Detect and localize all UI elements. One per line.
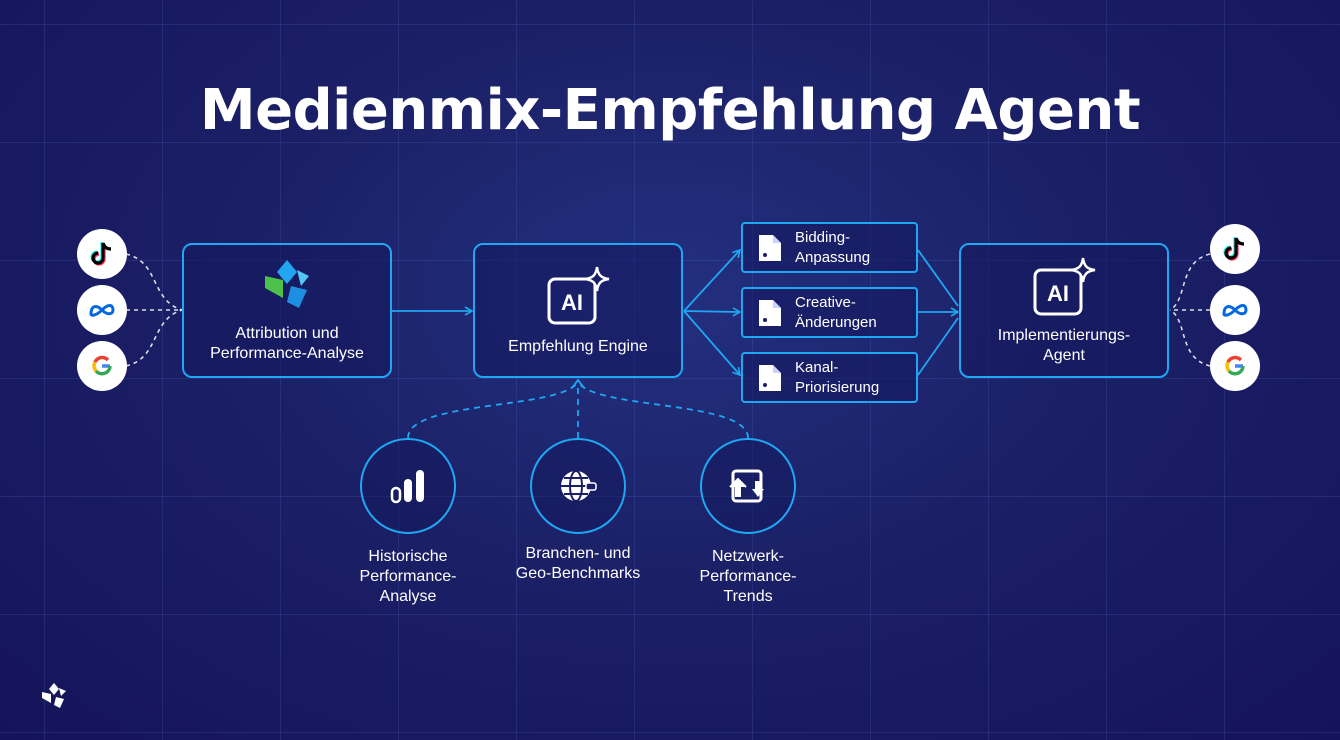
input-label: Branchen- und Geo-Benchmarks [515, 545, 641, 582]
implementation-label: Implementierungs- Agent [997, 326, 1131, 364]
document-icon [759, 364, 781, 391]
output-label: Bidding- Anpassung [795, 228, 871, 266]
input-label: Historische Performance- Analyse [359, 548, 457, 605]
attribution-node: Attribution und Performance-Analyse [182, 243, 392, 378]
attribution-label: Attribution und Performance-Analyse [210, 324, 364, 362]
google-icon [77, 341, 127, 391]
tiktok-icon [77, 229, 127, 279]
page-title: Medienmix-Empfehlung Agent [199, 78, 1141, 143]
ai-badge-text: AI [1047, 281, 1069, 306]
ai-badge-text: AI [561, 290, 583, 315]
engine-node: AI Empfehlung Engine [473, 243, 683, 378]
ai-sparkle-icon: AI [1033, 257, 1096, 315]
meta-icon [77, 285, 127, 335]
document-icon [759, 299, 781, 326]
ai-sparkle-icon: AI [547, 266, 610, 324]
output-channel: Kanal- Priorisierung [741, 352, 918, 403]
meta-icon [1210, 285, 1260, 335]
globe-icon [561, 470, 597, 502]
input-trends [700, 438, 796, 534]
bar-chart-icon [390, 470, 424, 504]
output-label: Creative- Änderungen [795, 293, 877, 331]
trend-icon [729, 469, 764, 503]
input-label: Netzwerk- Performance- Trends [699, 548, 797, 605]
engine-label: Empfehlung Engine [508, 337, 648, 355]
input-historical [360, 438, 456, 534]
brand-logo-icon [42, 683, 66, 708]
tiktok-icon [1210, 224, 1260, 274]
google-icon [1210, 341, 1260, 391]
input-benchmarks [530, 438, 626, 534]
output-label: Kanal- Priorisierung [795, 358, 880, 396]
brand-logo-icon [265, 259, 309, 308]
output-creative: Creative- Änderungen [741, 287, 918, 338]
implementation-node: AI Implementierungs- Agent [959, 243, 1169, 378]
document-icon [759, 234, 781, 261]
output-bidding: Bidding- Anpassung [741, 222, 918, 273]
